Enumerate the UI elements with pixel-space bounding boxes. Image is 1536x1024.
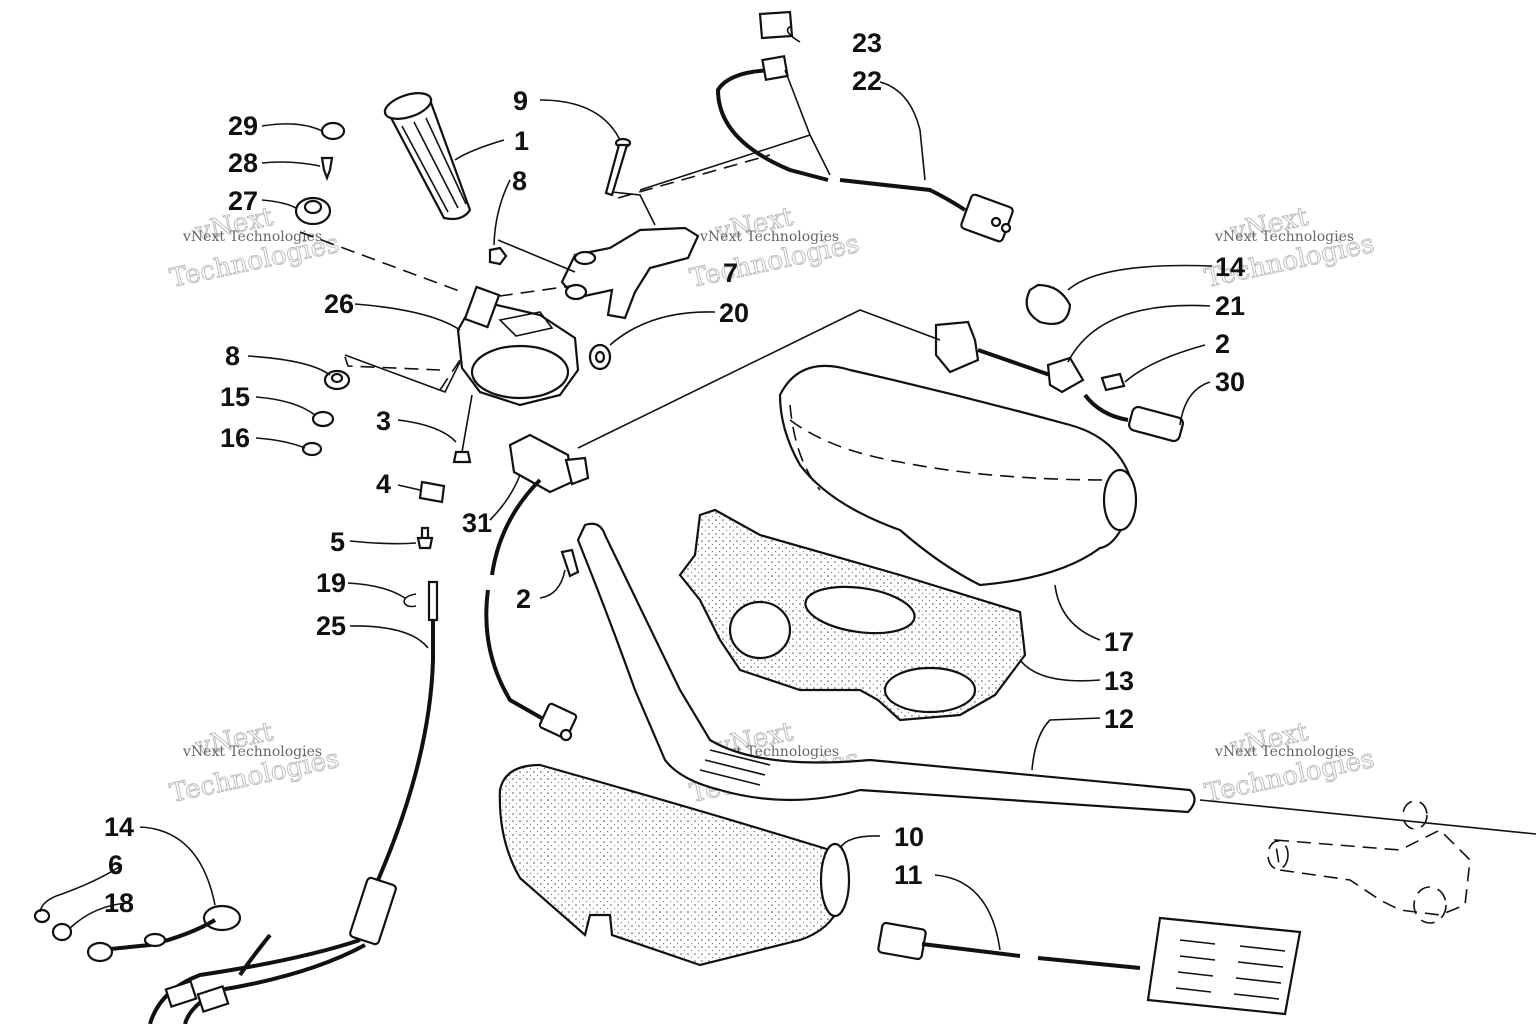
callout-10: 10 (894, 822, 924, 852)
callout-17: 17 (1104, 627, 1134, 657)
callout-labels: 29 28 27 1 8 9 26 8 15 16 3 4 5 31 2 19 … (104, 28, 1245, 918)
callout-2-lower: 2 (516, 584, 531, 614)
callout-8-upper: 8 (512, 166, 527, 196)
callout-1: 1 (514, 126, 529, 156)
callout-13: 13 (1104, 666, 1134, 696)
callout-29: 29 (228, 111, 258, 141)
watermark-small: vNext Technologies (1214, 744, 1354, 760)
pad-23 (758, 10, 794, 40)
screw-5 (416, 526, 434, 550)
pad-13 (678, 508, 1027, 722)
clamp-14-lower (86, 904, 242, 963)
callout-18: 18 (104, 888, 134, 918)
callout-9: 9 (513, 86, 528, 116)
throttle-lever-7 (560, 226, 700, 320)
callout-8-lower: 8 (225, 341, 240, 371)
nut-8 (488, 246, 508, 266)
callout-30: 30 (1215, 367, 1245, 397)
callout-6: 6 (108, 850, 123, 880)
switch-wire (484, 478, 546, 722)
callout-21: 21 (1215, 291, 1245, 321)
callout-11: 11 (894, 860, 923, 890)
brake-assembly-ghost (1199, 799, 1536, 924)
callout-12: 12 (1104, 704, 1134, 734)
plate-4 (418, 480, 446, 504)
callout-22: 22 (852, 66, 882, 96)
throttle-housing-26 (456, 285, 580, 407)
bolt-9 (604, 137, 632, 197)
callout-5: 5 (330, 527, 345, 557)
callout-3: 3 (376, 406, 391, 436)
cover-17 (778, 364, 1138, 587)
screw-2-right (1100, 372, 1126, 392)
callout-31: 31 (462, 508, 492, 538)
callout-16: 16 (220, 423, 250, 453)
switch-31 (508, 433, 590, 494)
harness (148, 876, 397, 1024)
callout-25: 25 (316, 611, 346, 641)
watermark-small: vNext Technologies (699, 229, 839, 245)
callout-26: 26 (324, 289, 354, 319)
connector-30 (1083, 393, 1184, 443)
watermark-small: vNext Technologies (182, 744, 322, 760)
clip-20 (588, 343, 612, 371)
washer-18 (51, 922, 73, 942)
callout-7: 7 (723, 258, 738, 288)
callout-28: 28 (228, 148, 258, 178)
watermark-small: vNext Technologies (182, 229, 322, 245)
callout-15: 15 (220, 382, 250, 412)
heater-wire-22 (715, 54, 1014, 243)
callout-14-upper: 14 (1215, 252, 1245, 282)
bushing-27 (294, 196, 332, 226)
callout-27: 27 (228, 186, 258, 216)
pad-10 (498, 763, 851, 967)
washer-8 (323, 369, 351, 391)
connector-21 (934, 320, 1085, 394)
screw-28 (320, 156, 334, 182)
screw-2 (560, 548, 580, 578)
washer-6 (33, 908, 51, 924)
handlebar-12 (576, 522, 1196, 814)
callout-23: 23 (852, 28, 882, 58)
parts (33, 10, 1536, 1024)
screw-3 (452, 394, 473, 464)
callout-2-right: 2 (1215, 329, 1230, 359)
heater-element-11 (877, 916, 1302, 1016)
clamp-14-upper (1025, 283, 1072, 326)
washer-16 (301, 441, 323, 457)
grip (383, 92, 472, 221)
cable-25 (376, 580, 439, 881)
callout-19: 19 (316, 568, 346, 598)
washer-15 (311, 410, 335, 428)
callout-14-lower: 14 (104, 812, 134, 842)
watermark-small: vNext Technologies (1214, 229, 1354, 245)
callout-4: 4 (376, 469, 391, 499)
cap-29 (320, 121, 346, 141)
clip-19 (403, 593, 417, 608)
callout-20: 20 (719, 298, 749, 328)
assembly-lines (299, 69, 941, 449)
leader-lines (39, 25, 1213, 951)
watermarks: vNext Technologies vNext Technologies vN… (167, 201, 1377, 809)
switch-connector (538, 702, 578, 742)
